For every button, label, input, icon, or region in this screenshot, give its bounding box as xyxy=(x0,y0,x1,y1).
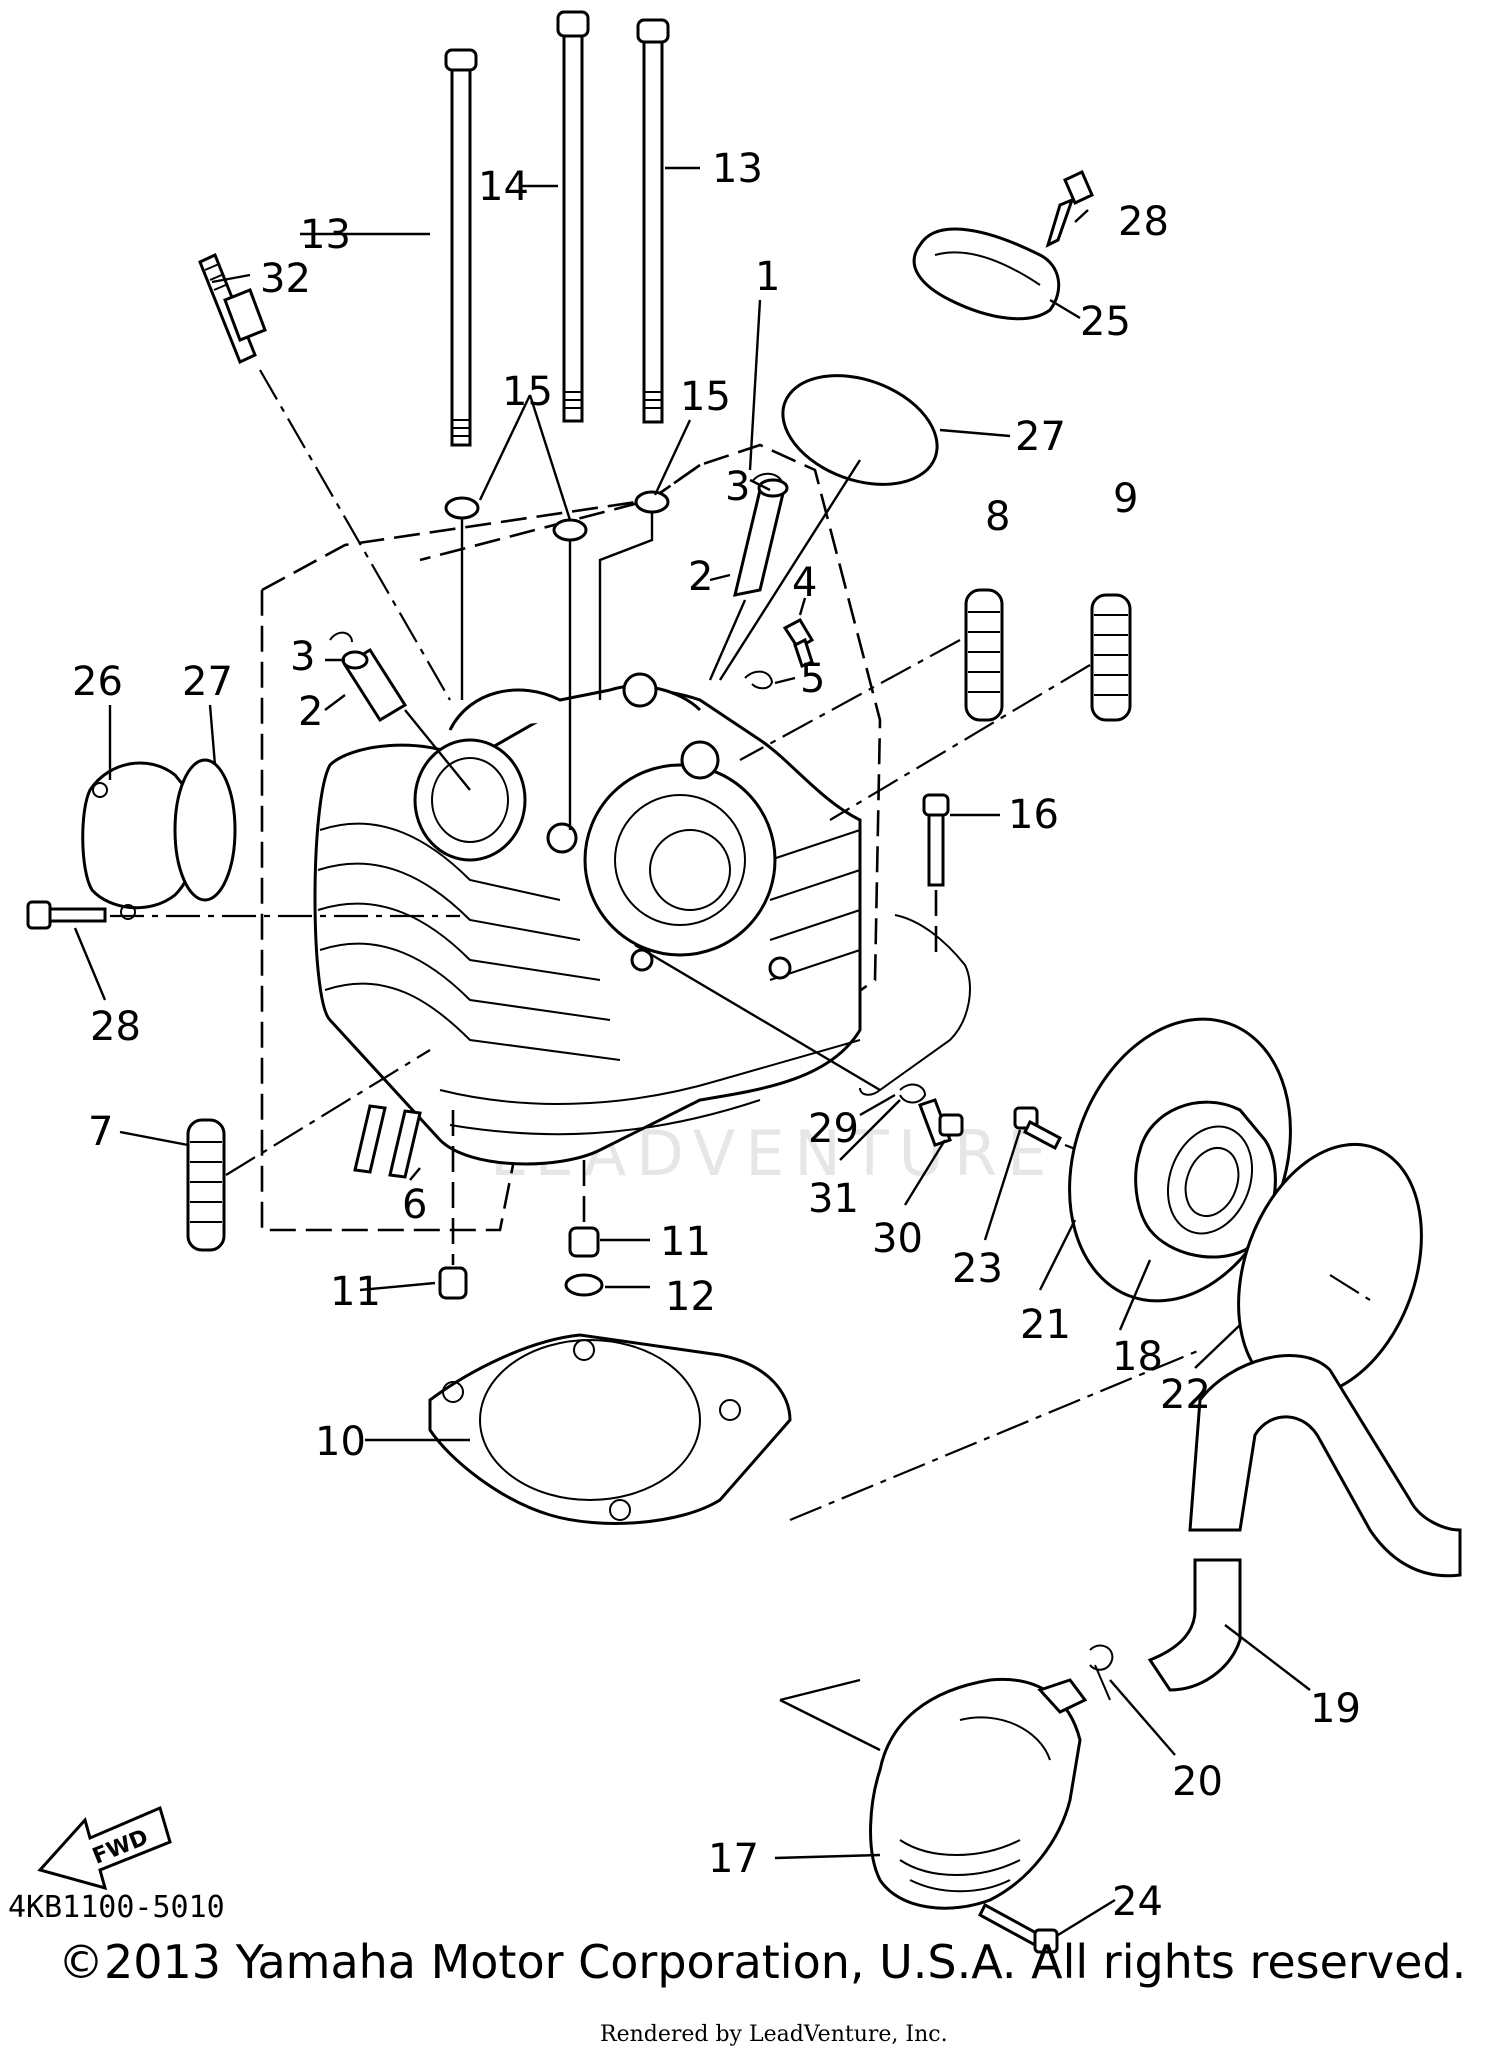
washer-15-center[interactable] xyxy=(552,518,588,542)
callout-19: 19 xyxy=(1310,1686,1361,1732)
callout-20: 20 xyxy=(1172,1759,1223,1805)
spring-9-axis xyxy=(829,664,1091,821)
guide-leader-left xyxy=(404,709,471,791)
callout-31: 31 xyxy=(808,1176,859,1222)
valve-spring-7[interactable] xyxy=(186,1118,226,1252)
washer-15-right[interactable] xyxy=(634,490,670,514)
valve-spring-9[interactable] xyxy=(1090,593,1132,722)
callout-16: 16 xyxy=(1008,792,1059,838)
callout-1: 1 xyxy=(755,254,780,300)
callout-32: 32 xyxy=(260,256,311,302)
callout-11-right: 11 xyxy=(660,1219,711,1265)
cap-25[interactable] xyxy=(912,227,1061,321)
o-ring-27-top[interactable] xyxy=(768,356,953,505)
callout-17: 17 xyxy=(708,1836,759,1882)
o-ring-27-top-axis xyxy=(718,459,862,681)
callout-24: 24 xyxy=(1112,1879,1163,1925)
callout-23: 23 xyxy=(952,1246,1003,1292)
bolt-30[interactable] xyxy=(918,1098,964,1147)
plate-18[interactable] xyxy=(1134,1100,1277,1259)
cylinder-bolt-13-right[interactable] xyxy=(636,18,670,424)
callout-29: 29 xyxy=(808,1106,859,1152)
washer-15-left[interactable] xyxy=(444,496,480,520)
bolt-23[interactable] xyxy=(1013,1106,1062,1151)
gasket-29-axis xyxy=(634,943,881,1092)
bolt-24[interactable] xyxy=(978,1902,1059,1954)
callout-27-left: 27 xyxy=(182,659,233,705)
spark-plug-32[interactable] xyxy=(198,252,267,365)
callout-15-right: 15 xyxy=(680,374,731,420)
dowel-pins-6[interactable] xyxy=(353,1104,422,1179)
callout-28-top: 28 xyxy=(1118,199,1169,245)
callout-12: 12 xyxy=(665,1274,716,1320)
gasket-29[interactable] xyxy=(859,914,971,1096)
bolt-28-top[interactable] xyxy=(1045,169,1094,248)
o-ring-27-left[interactable] xyxy=(173,758,237,902)
callout-labels: 1 2 2 3 3 4 5 6 7 8 9 10 11 11 12 13 13 … xyxy=(72,146,1361,1925)
washer-5[interactable] xyxy=(744,670,774,690)
callout-30: 30 xyxy=(872,1216,923,1262)
hose-19[interactable] xyxy=(1147,1354,1462,1692)
o-ring-22-axis xyxy=(1329,1274,1371,1301)
cover-17-axis-2 xyxy=(779,1678,861,1702)
cylinder-head[interactable] xyxy=(313,672,862,1166)
cylinder-bolt-13-left[interactable] xyxy=(444,48,478,447)
valve-guide-2-left[interactable] xyxy=(341,647,408,723)
guide-leader-upper xyxy=(708,599,747,681)
callout-13-left: 13 xyxy=(300,212,351,258)
hose-axis xyxy=(789,1348,1201,1522)
spring-7-axis xyxy=(225,1049,431,1176)
callout-6: 6 xyxy=(402,1182,427,1228)
cylinder-gasket-10[interactable] xyxy=(428,1333,792,1525)
copyright-notice: ©2013 Yamaha Motor Corporation, U.S.A. A… xyxy=(58,1935,1467,1989)
dowel-11-right[interactable] xyxy=(568,1226,600,1258)
callout-25: 25 xyxy=(1080,299,1131,345)
callout-3-left: 3 xyxy=(290,634,315,680)
diagram-code: 4KB1100-5010 xyxy=(8,1890,225,1925)
side-cover-17[interactable] xyxy=(869,1677,1088,1910)
fwd-arrow-icon: FWD xyxy=(37,1805,172,1891)
washer-31[interactable] xyxy=(899,1083,927,1104)
bolt-28-left[interactable] xyxy=(26,900,107,930)
callout-2-upper: 2 xyxy=(688,554,713,600)
circlip-3-upper[interactable] xyxy=(751,472,783,483)
circlip-3-left[interactable] xyxy=(329,631,353,643)
callout-14: 14 xyxy=(478,164,529,210)
washer-leaders xyxy=(460,512,654,830)
dowel-axes xyxy=(451,1110,586,1265)
bolt-4[interactable] xyxy=(782,618,815,668)
bolt-16[interactable] xyxy=(922,793,950,887)
callout-22: 22 xyxy=(1160,1372,1211,1418)
callout-5: 5 xyxy=(800,656,825,702)
callout-26: 26 xyxy=(72,659,123,705)
callout-27-top: 27 xyxy=(1015,414,1066,460)
callout-9: 9 xyxy=(1113,476,1138,522)
callout-15-left: 15 xyxy=(502,369,553,415)
callout-13-right: 13 xyxy=(712,146,763,192)
callout-10: 10 xyxy=(315,1419,366,1465)
callout-4: 4 xyxy=(792,560,817,606)
spring-8-axis xyxy=(739,639,961,761)
callout-2-left: 2 xyxy=(298,689,323,735)
valve-spring-8[interactable] xyxy=(964,588,1004,722)
clip-20[interactable] xyxy=(1089,1644,1114,1701)
callout-leaders xyxy=(73,166,1311,1937)
callout-28-left: 28 xyxy=(90,1004,141,1050)
callout-3-upper: 3 xyxy=(725,464,750,510)
callout-21: 21 xyxy=(1020,1302,1071,1348)
dowel-11-left[interactable] xyxy=(438,1266,468,1300)
callout-11-left: 11 xyxy=(330,1269,381,1315)
cover-17-axis xyxy=(779,1698,881,1752)
spark-plug-axis xyxy=(259,369,451,701)
callout-8: 8 xyxy=(985,494,1010,540)
washer-12[interactable] xyxy=(564,1273,604,1297)
callout-7: 7 xyxy=(88,1109,113,1155)
callout-18: 18 xyxy=(1112,1334,1163,1380)
rendered-by-notice: Rendered by LeadVenture, Inc. xyxy=(600,2022,948,2047)
valve-guide-2-upper[interactable] xyxy=(732,478,789,597)
cylinder-bolt-14[interactable] xyxy=(556,10,590,423)
